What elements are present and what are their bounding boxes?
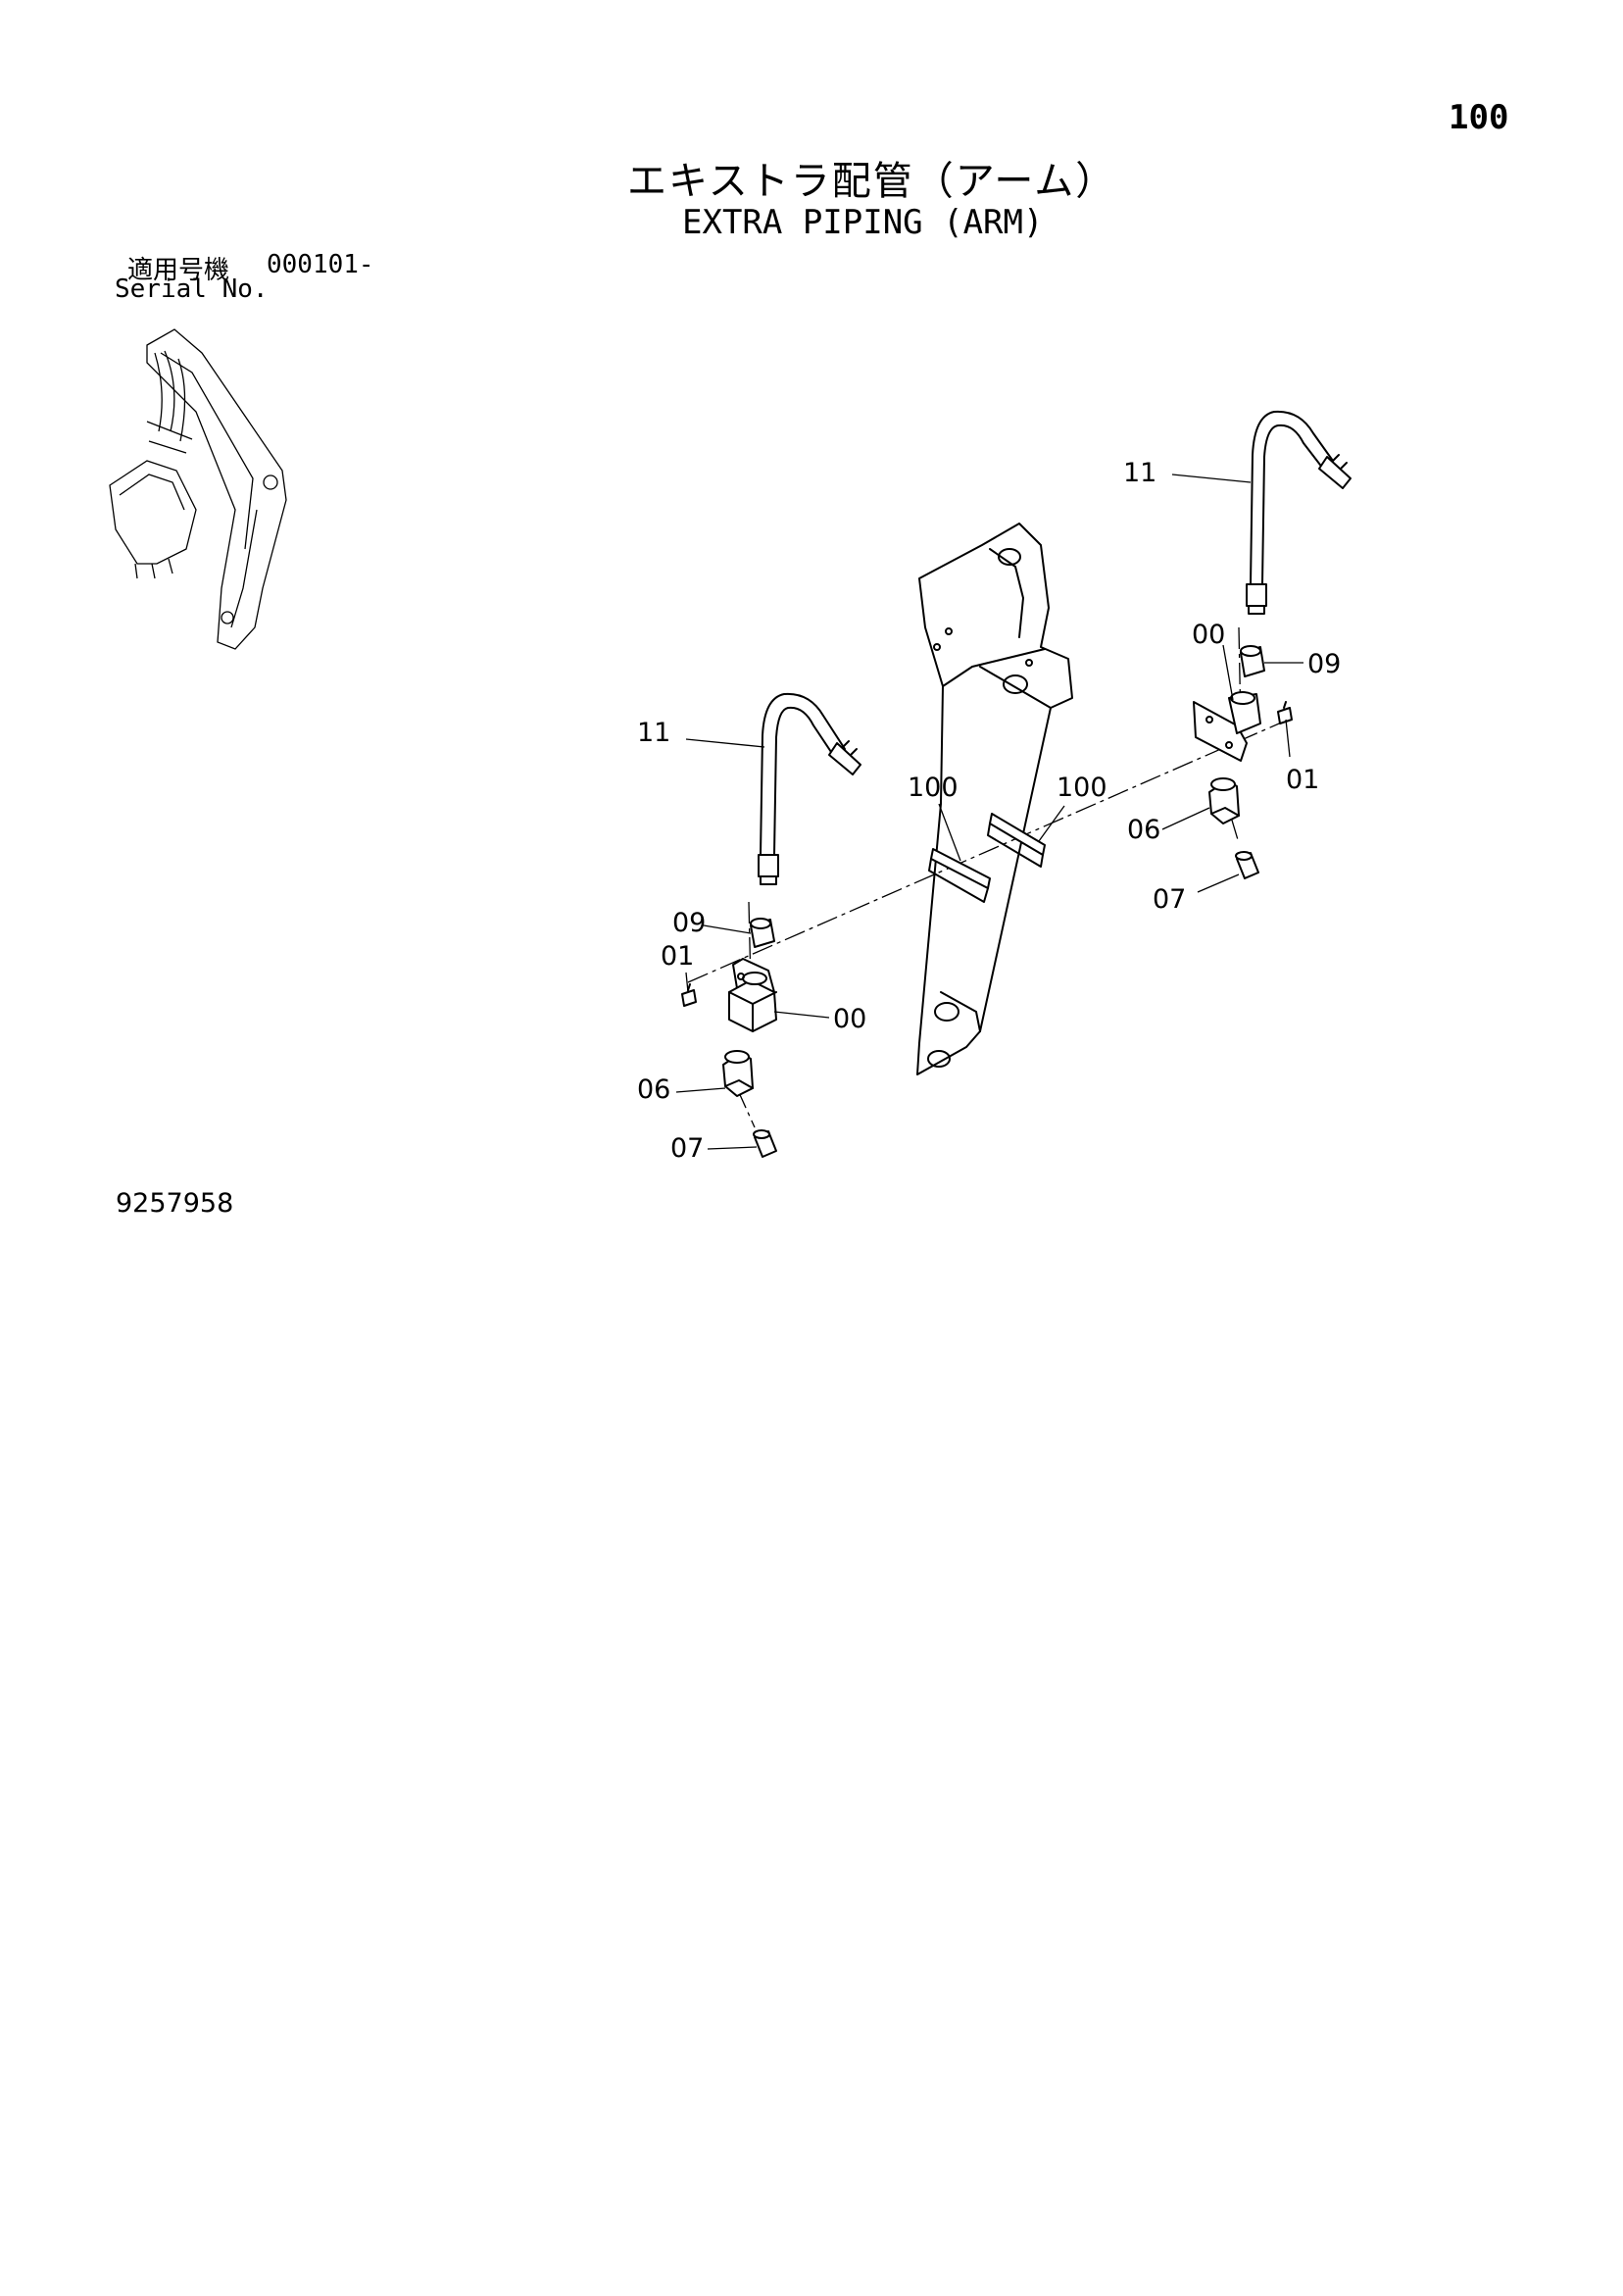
hose-right [1246,410,1352,615]
arm-body [916,523,1073,1075]
callout-elbow-right: 06 [1127,815,1160,845]
callout-bolt-right: 01 [1286,765,1319,795]
serial-label-english: Serial No. [115,275,269,304]
serial-number-value: 000101- [267,250,374,279]
callout-block-right: 00 [1192,620,1225,650]
cap-right [1235,851,1259,879]
callout-hose-right: 11 [1123,458,1156,488]
hose-left [758,692,861,885]
serial-label-japanese: 適用号機 [127,256,230,285]
page-number: 100 [1449,98,1509,137]
clamp-left [928,848,991,903]
drawing-number: 9257958 [116,1188,234,1219]
bolt-left [681,983,697,1007]
callout-block-left: 00 [833,1004,866,1034]
callout-clamp-left: 100 [908,773,959,803]
center-line [687,720,1287,983]
block-left [728,958,777,1032]
callout-adapter-left: 09 [672,908,706,938]
elbow-right [1208,777,1240,824]
callout-cap-right: 07 [1153,884,1186,915]
elbow-left [722,1050,754,1097]
leader-lines [675,474,1303,1150]
callout-hose-left: 11 [637,718,670,748]
page-title-japanese: エキストラ配管（アーム） [627,159,1117,204]
callout-cap-left: 07 [670,1133,704,1164]
callout-bolt-left: 01 [661,941,694,972]
block-right [1193,691,1261,762]
callout-clamp-right: 100 [1057,773,1107,803]
callout-adapter-right: 09 [1307,649,1341,679]
center-line-left [748,901,752,987]
clamp-right [987,813,1046,868]
adapter-right [1240,645,1265,677]
page-title-english: EXTRA PIPING (ARM) [682,203,1044,242]
excavator-thumbnail [109,328,287,650]
bolt-right [1277,701,1293,724]
adapter-left [750,918,775,948]
callout-elbow-left: 06 [637,1074,670,1105]
cap-left [753,1129,777,1158]
